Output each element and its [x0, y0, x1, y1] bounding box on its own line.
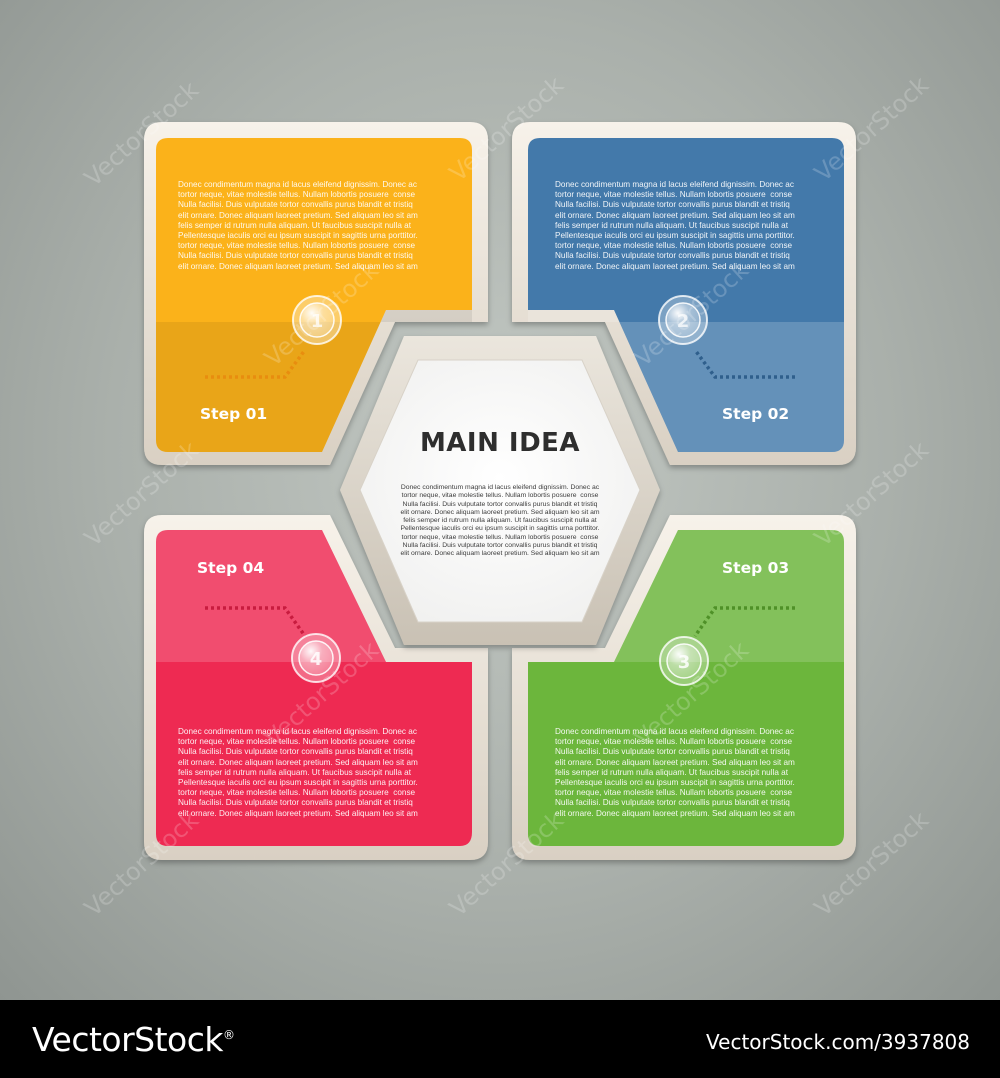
watermark-footer-bar: VectorStock® VectorStock.com/3937808 [0, 1000, 1000, 1078]
step-04-panel: 4 [144, 515, 488, 860]
step-02-panel: 2 [512, 122, 856, 465]
brand-name: VectorStock [32, 1020, 224, 1059]
step-02-description: Donec condimentum magna id lacus eleifen… [555, 180, 795, 271]
step-02-connector [693, 348, 795, 379]
step-01-shade [156, 310, 472, 452]
step-01-badge [299, 302, 335, 338]
step-01-fill [156, 138, 472, 452]
image-id-url: VectorStock.com/3937808 [706, 1030, 970, 1054]
cycle-diagram: 1 2 4 3 [144, 122, 856, 860]
step-01-panel: 1 [144, 122, 488, 465]
step-04-badge [298, 640, 334, 676]
step-04-shade [156, 530, 386, 662]
main-idea-title: MAIN IDEA [419, 428, 581, 458]
step-02-label: Step 02 [722, 405, 790, 423]
main-idea-description: Donec condimentum magna id lacus eleifen… [400, 484, 600, 558]
step-03-description: Donec condimentum magna id lacus eleifen… [555, 727, 795, 818]
step-01-number: 1 [311, 311, 324, 332]
step-03-shade [614, 530, 844, 662]
step-01-label: Step 01 [200, 405, 268, 423]
step-02-fill [528, 138, 844, 452]
main-idea-hexagon [340, 336, 660, 645]
vectorstock-logo: VectorStock® [32, 1020, 235, 1059]
step-04-description: Donec condimentum magna id lacus eleifen… [178, 727, 418, 818]
step-02-number: 2 [677, 311, 690, 332]
infographic-canvas: 1 2 4 3 [0, 0, 1000, 1000]
registered-mark: ® [223, 1028, 235, 1042]
step-04-number: 4 [310, 649, 323, 670]
step-04-connector [205, 606, 307, 638]
hexagon-fill [359, 359, 641, 623]
step-04-label: Step 04 [197, 559, 265, 577]
step-01-connector [205, 348, 307, 379]
step-03-panel: 3 [512, 515, 856, 860]
step-03-label: Step 03 [722, 559, 790, 577]
step-02-badge [665, 302, 701, 338]
step-03-number: 3 [678, 652, 691, 673]
step-03-badge [666, 643, 702, 679]
step-02-shade [528, 310, 844, 452]
step-03-connector [693, 606, 795, 638]
step-01-description: Donec condimentum magna id lacus eleifen… [178, 180, 418, 271]
